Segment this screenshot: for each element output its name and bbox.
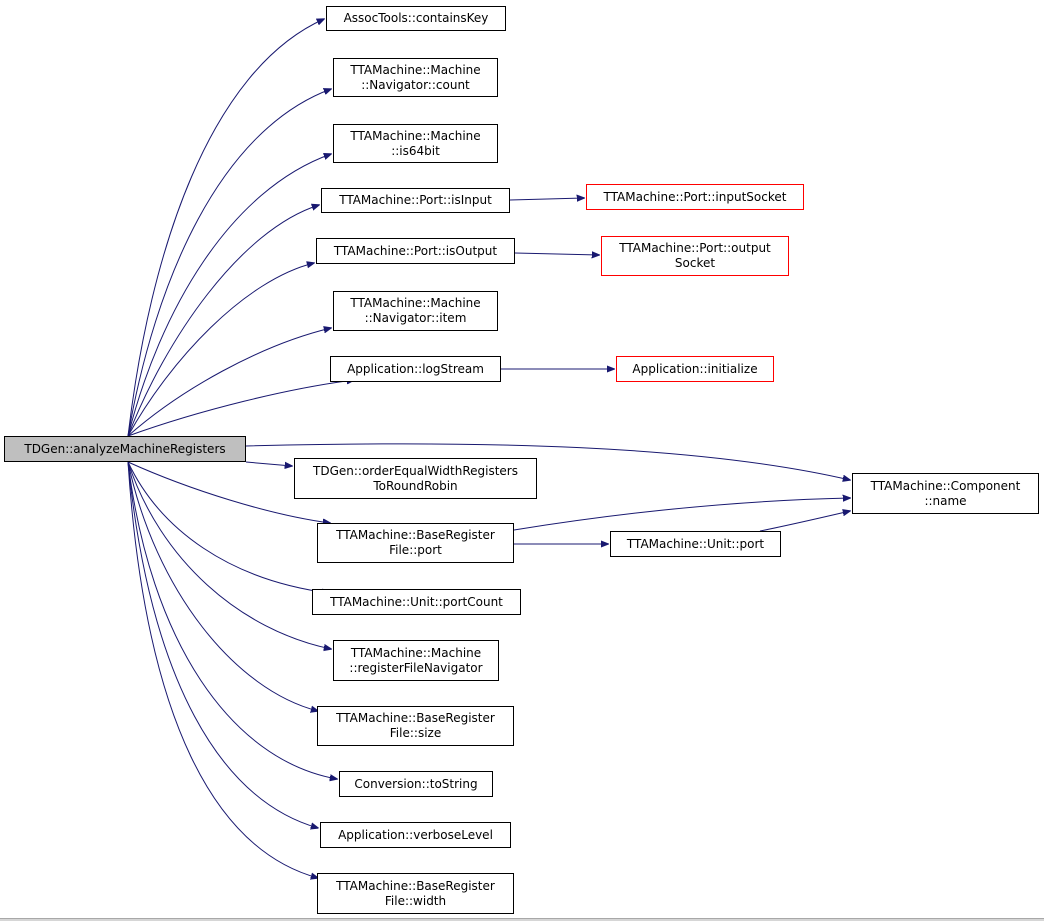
- edge-to-log-stream: [127, 380, 354, 437]
- edge-to-order-equal-width: [245, 461, 292, 466]
- node-component-name[interactable]: TTAMachine::Component ::name: [852, 473, 1039, 514]
- edge-to-contains-key: [127, 19, 324, 437]
- edge-to-is64bit: [127, 154, 331, 437]
- node-label-line: File::size: [389, 726, 442, 740]
- node-assoctools-contains-key[interactable]: AssocTools::containsKey: [326, 6, 506, 31]
- node-label-line: ::name: [924, 493, 967, 508]
- node-label-line: TTAMachine::Unit::portCount: [330, 594, 503, 609]
- node-label-line: TTAMachine::Port::isOutput: [333, 243, 498, 258]
- edge-to-register-file-navigator: [127, 461, 331, 649]
- node-base-register-file-port[interactable]: TTAMachine::BaseRegister File::port: [317, 523, 514, 563]
- edge-to-brf-port: [127, 461, 330, 523]
- node-application-verbose-level[interactable]: Application::verboseLevel: [320, 822, 511, 848]
- edge-is-output-to-output-socket: [514, 253, 599, 255]
- node-application-log-stream[interactable]: Application::logStream: [330, 356, 501, 382]
- node-unit-port[interactable]: TTAMachine::Unit::port: [610, 531, 781, 557]
- node-label-line: Application::logStream: [347, 361, 484, 376]
- node-base-register-file-size[interactable]: TTAMachine::BaseRegister File::size: [317, 706, 514, 746]
- node-label-line: ::Navigator::count: [361, 77, 470, 92]
- node-tdgen-order-equal-width-registers[interactable]: TDGen::orderEqualWidthRegisters ToRoundR…: [294, 458, 537, 499]
- node-port-is-input[interactable]: TTAMachine::Port::isInput: [321, 188, 510, 213]
- node-label-line: File::port: [389, 543, 442, 557]
- node-label-line: TTAMachine::Machine: [350, 62, 481, 77]
- edge-to-is-input: [127, 205, 319, 437]
- edge-is-input-to-input-socket: [509, 198, 584, 200]
- edge-to-is-output: [127, 263, 314, 437]
- node-port-input-socket[interactable]: TTAMachine::Port::inputSocket: [586, 184, 804, 210]
- node-label-line: TDGen::analyzeMachineRegisters: [24, 441, 226, 456]
- edge-to-component-name: [245, 443, 850, 480]
- node-label-line: TTAMachine::BaseRegister: [336, 528, 495, 542]
- node-machine-navigator-count[interactable]: TTAMachine::Machine ::Navigator::count: [333, 58, 498, 97]
- node-port-output-socket[interactable]: TTAMachine::Port::output Socket: [601, 236, 789, 276]
- edge-unit-port-to-component-name: [759, 511, 850, 532]
- node-label-line: TTAMachine::Component: [870, 478, 1021, 493]
- edge-to-navigator-count: [127, 89, 331, 437]
- node-label-line: TTAMachine::Port::inputSocket: [603, 189, 787, 204]
- edge-to-brf-size: [127, 461, 318, 711]
- node-label-line: ::is64bit: [391, 143, 440, 158]
- node-label-line: AssocTools::containsKey: [343, 11, 489, 25]
- node-unit-port-count[interactable]: TTAMachine::Unit::portCount: [312, 589, 521, 615]
- node-label-line: TTAMachine::BaseRegister: [336, 711, 495, 725]
- node-conversion-to-string[interactable]: Conversion::toString: [339, 771, 493, 797]
- edge-to-to-string: [127, 461, 337, 779]
- node-label-line: ToRoundRobin: [373, 478, 458, 493]
- node-label-line: TDGen::orderEqualWidthRegisters: [313, 463, 518, 478]
- bottom-scroll-edge: [0, 918, 1044, 921]
- edge-to-brf-width: [127, 461, 318, 878]
- node-machine-register-file-navigator[interactable]: TTAMachine::Machine ::registerFileNaviga…: [333, 640, 499, 681]
- node-port-is-output[interactable]: TTAMachine::Port::isOutput: [316, 238, 515, 264]
- node-label-line: Application::initialize: [632, 361, 758, 376]
- edge-to-port-count: [127, 461, 329, 593]
- edge-to-navigator-item: [127, 328, 331, 437]
- node-label-line: Socket: [674, 256, 716, 270]
- node-machine-is64bit[interactable]: TTAMachine::Machine ::is64bit: [333, 124, 498, 163]
- node-label-line: ::registerFileNavigator: [349, 660, 483, 675]
- edge-brf-port-to-component-name: [513, 498, 850, 531]
- node-application-initialize[interactable]: Application::initialize: [616, 356, 774, 382]
- node-label-line: TTAMachine::Port::output: [619, 241, 771, 255]
- edge-to-verbose-level: [127, 461, 318, 828]
- node-label-line: TTAMachine::BaseRegister: [336, 878, 495, 893]
- node-label-line: File::width: [384, 893, 447, 908]
- node-label-line: Conversion::toString: [354, 776, 478, 791]
- node-label-line: TTAMachine::Port::isInput: [339, 193, 492, 207]
- node-label-line: TTAMachine::Machine: [350, 128, 481, 143]
- node-machine-navigator-item[interactable]: TTAMachine::Machine ::Navigator::item: [333, 291, 498, 331]
- node-label-line: TTAMachine::Unit::port: [626, 536, 765, 551]
- node-label-line: TTAMachine::Machine: [350, 645, 482, 660]
- node-label-line: TTAMachine::Machine: [350, 296, 481, 310]
- node-tdgen-analyze-machine-registers[interactable]: TDGen::analyzeMachineRegisters: [4, 436, 246, 462]
- node-label-line: Application::verboseLevel: [338, 827, 493, 842]
- node-base-register-file-width[interactable]: TTAMachine::BaseRegister File::width: [317, 873, 514, 914]
- node-label-line: ::Navigator::item: [364, 311, 467, 325]
